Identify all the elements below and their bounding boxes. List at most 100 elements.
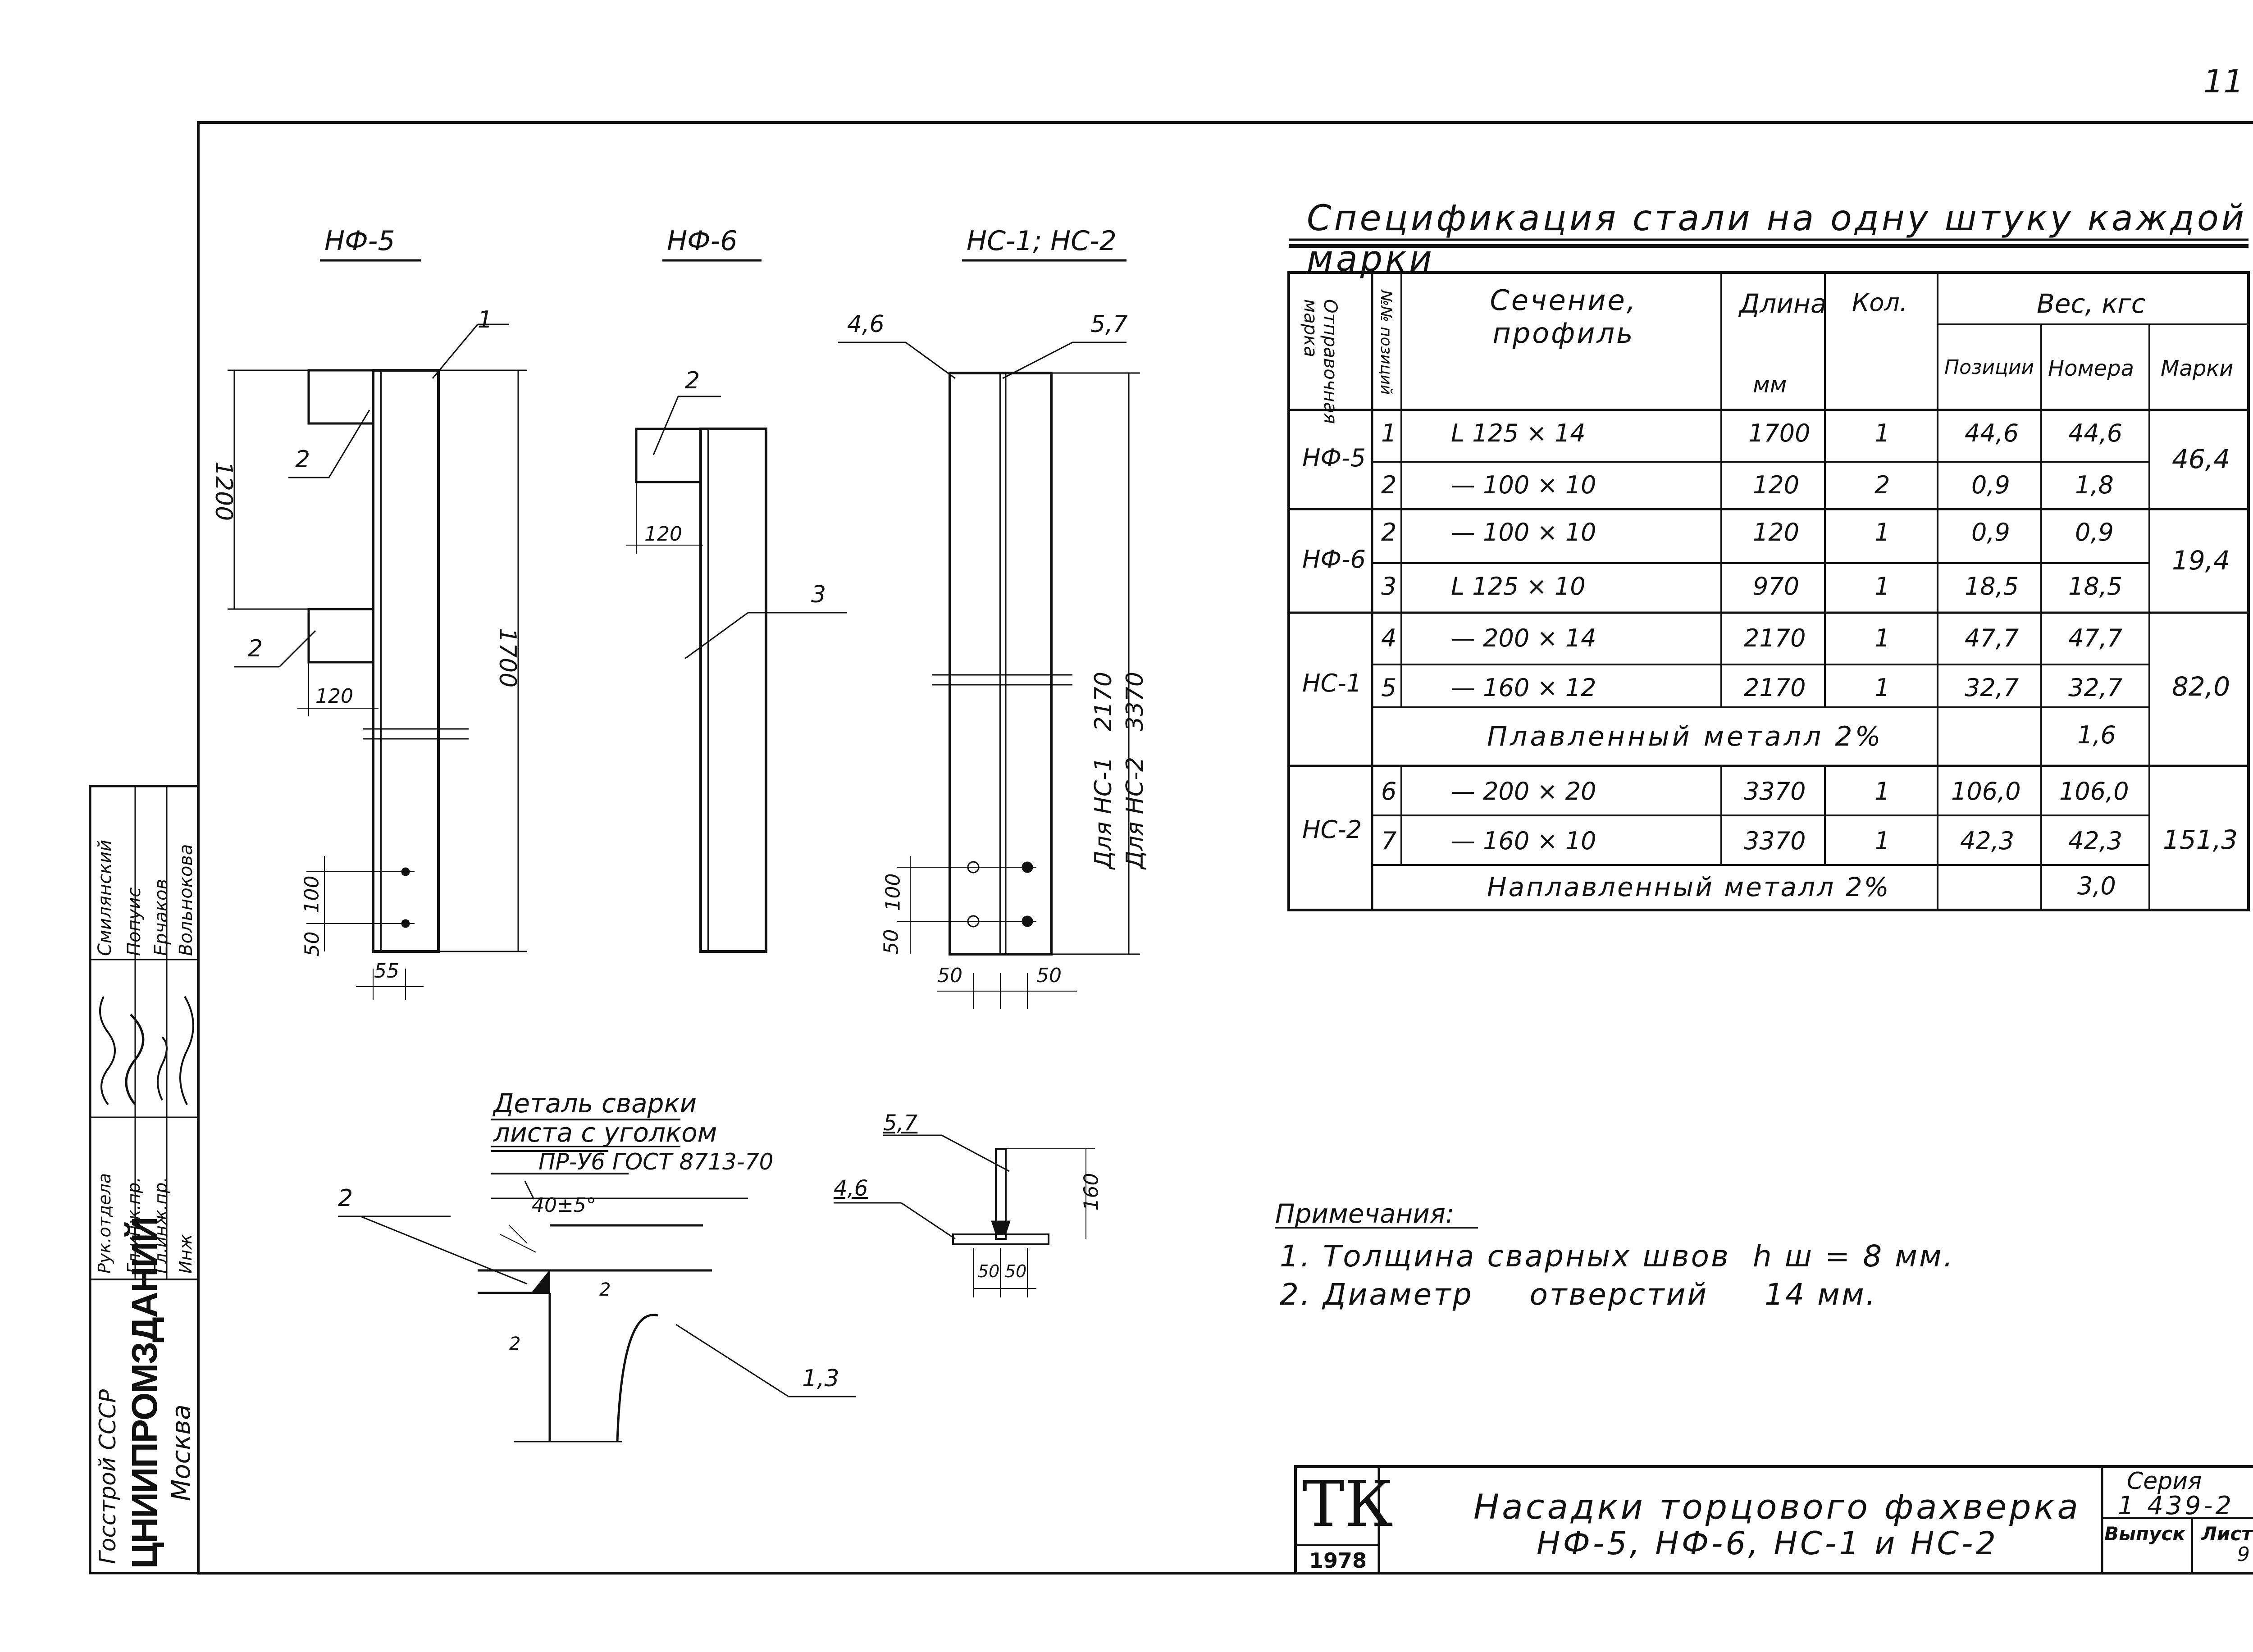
- weld-gap-b: 2: [509, 1333, 521, 1354]
- weld-electrode: ПР-У6 ГОСТ 8713-70: [538, 1149, 774, 1175]
- spec-mark-ns1: НС-1: [1302, 669, 1362, 697]
- series-value: 1 439-2: [2118, 1491, 2235, 1520]
- sheet-number: 9: [2237, 1543, 2250, 1566]
- spec-row-length: 120: [1753, 471, 1800, 499]
- spec-row-w-num: 1,8: [2075, 471, 2114, 499]
- dim-100b: 100: [881, 873, 905, 911]
- spec-row-qty: 1: [1874, 572, 1890, 601]
- dim-120a: 120: [315, 685, 353, 708]
- spec-row-qty: 1: [1874, 419, 1890, 447]
- title-nf6: НФ-6: [667, 225, 738, 257]
- spec-row-w-pos: 18,5: [1965, 572, 2019, 601]
- for-ns2-label: Для НС-2: [1121, 756, 1149, 869]
- callout-2d: 2: [338, 1185, 353, 1212]
- stamp-name: Попуис: [124, 887, 145, 956]
- callout-5-7: 5,7: [1090, 311, 1128, 338]
- for-ns1-label: Для НС-1: [1090, 756, 1117, 869]
- notes-title: Примечания:: [1275, 1198, 1455, 1229]
- stamp-role: Рук.отдела: [95, 1173, 114, 1274]
- side-stamp: Госстрой СССР ЦНИИПРОМЗДАНИЙ Москва Рук.…: [90, 786, 198, 1573]
- spec-row-section: — 160 × 10: [1451, 827, 1596, 855]
- spec-row-w-pos: 0,9: [1971, 471, 2010, 499]
- stamp-signatures: [99, 996, 194, 1106]
- note-1: 1. Толщина сварных швов h ш = 8 мм.: [1280, 1239, 1955, 1274]
- spec-row-section: — 100 × 10: [1451, 518, 1596, 546]
- spec-header-w-mark: Марки: [2161, 356, 2234, 381]
- stamp-role: Гл.инж.пр.: [151, 1177, 171, 1274]
- issue-label: Выпуск: [2104, 1523, 2185, 1545]
- spec-row-qty: 1: [1874, 624, 1890, 652]
- spec-mark-ns2: НС-2: [1302, 815, 1362, 844]
- callout-5-7b: 5,7: [883, 1110, 918, 1136]
- spec-w-mark-nf5: 46,4: [2172, 444, 2230, 474]
- drawing-title-2: НФ-5, НФ-6, НС-1 и НС-2: [1537, 1525, 1998, 1562]
- spec-row-length: 1700: [1748, 419, 1811, 447]
- spec-header-weight: Вес, кгс: [2037, 288, 2146, 319]
- spec-row-qty: 1: [1874, 777, 1890, 806]
- spec-w-mark-ns1: 82,0: [2172, 671, 2230, 702]
- spec-row-w-num: 44,6: [2068, 419, 2123, 447]
- dim-160: 160: [1080, 1173, 1103, 1211]
- tk-logo: ТК: [1302, 1468, 1393, 1541]
- drawing-frame: [197, 121, 2253, 1575]
- weld-gap-a: 2: [599, 1279, 611, 1300]
- spec-row-pos: 4: [1381, 624, 1397, 652]
- dim-50c: 50: [937, 964, 962, 987]
- title-ns12: НС-1; НС-2: [967, 225, 1117, 257]
- dim-120b: 120: [644, 523, 682, 546]
- spec-row-pos: 2: [1381, 471, 1397, 499]
- dim-50b: 50: [880, 929, 903, 955]
- spec-row-w-pos: 47,7: [1965, 624, 2019, 652]
- spec-row-pos: 7: [1381, 827, 1397, 855]
- dim-50f: 50: [1005, 1261, 1027, 1281]
- dim-50d: 50: [1036, 964, 1062, 987]
- title-nf5: НФ-5: [324, 225, 395, 257]
- dim-55: 55: [374, 960, 399, 983]
- nf5-drawing: [228, 259, 527, 1000]
- spec-row-w-num: 47,7: [2068, 624, 2123, 652]
- dim-50a: 50: [301, 931, 324, 957]
- spec-row-w-pos: 44,6: [1965, 419, 2019, 447]
- stamp-role: Гл.инж.пр.: [124, 1177, 144, 1274]
- dim-for-ns1: Для НС-1 2170: [1090, 672, 1117, 869]
- stamp-org-1: Госстрой СССР: [95, 1389, 121, 1564]
- spec-w-mark-nf6: 19,4: [2172, 545, 2230, 576]
- dim-50e: 50: [978, 1261, 1000, 1281]
- spec-title: Спецификация стали на одну штуку каждой …: [1307, 198, 2247, 279]
- dim-1700: 1700: [494, 628, 521, 688]
- spec-row-w-num: 1,6: [2077, 721, 2116, 749]
- series-label: Серия: [2127, 1468, 2202, 1495]
- spec-row-section: — 200 × 14: [1451, 624, 1596, 652]
- callout-2a: 2: [295, 446, 310, 473]
- spec-mark-nf6: НФ-6: [1302, 545, 1366, 573]
- spec-row-pos: 5: [1381, 674, 1397, 702]
- spec-row-section: L 125 × 10: [1451, 572, 1586, 601]
- stamp-role: Инж: [176, 1234, 196, 1274]
- dim-2170: 2170: [1090, 672, 1117, 732]
- weld-angle: 40±5°: [532, 1194, 596, 1217]
- spec-row-section: L 125 × 14: [1451, 419, 1586, 447]
- spec-row-pos: 3: [1381, 572, 1397, 601]
- spec-row-section: — 100 × 10: [1451, 471, 1596, 499]
- spec-mark-nf5: НФ-5: [1302, 444, 1366, 472]
- spec-row-section: — 160 × 12: [1451, 674, 1596, 702]
- stamp-name: Смилянский: [95, 839, 115, 956]
- spec-row-w-num: 106,0: [2059, 777, 2129, 806]
- spec-header-mark: Отправочная марка: [1300, 299, 1341, 424]
- spec-header-section: Сечение, профиль: [1490, 284, 1637, 350]
- spec-header-qty: Кол.: [1852, 288, 1908, 317]
- spec-header-pos: №№ позиций: [1377, 290, 1396, 395]
- callout-2c: 2: [685, 367, 700, 394]
- weld-detail-title-2: листа с уголком: [493, 1117, 717, 1148]
- callout-4-6b: 4,6: [834, 1176, 868, 1201]
- spec-row-length: 120: [1753, 518, 1800, 546]
- callout-1: 1: [478, 306, 493, 333]
- spec-w-mark-ns2: 151,3: [2163, 824, 2238, 855]
- spec-row-w-num: 3,0: [2077, 872, 2116, 900]
- callout-4-6: 4,6: [847, 311, 885, 338]
- callout-2b: 2: [248, 635, 263, 662]
- dim-100a: 100: [300, 875, 324, 914]
- stamp-name: Ерчаков: [151, 878, 172, 956]
- spec-row-pos: 6: [1381, 777, 1397, 806]
